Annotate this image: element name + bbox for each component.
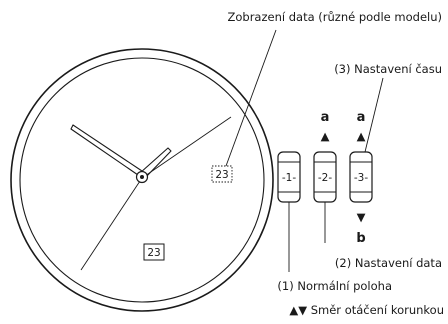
down-arrow-icon-time: ▼ — [357, 210, 366, 224]
rotation-marker-b-time: b — [356, 231, 365, 246]
date-window-upper-number: 23 — [215, 169, 228, 181]
up-arrow-icon-time: ▲ — [357, 129, 366, 143]
normal-position-label: (1) Normální poloha — [277, 279, 392, 293]
rotation-marker-a-time: a — [357, 110, 366, 125]
crown-position-3-label: -3- — [354, 172, 368, 184]
rotation-marker-a-date: a — [321, 110, 330, 125]
date-display-label: Zobrazení data (různé podle modelu) — [227, 10, 442, 24]
date-setting-label: (2) Nastavení data — [335, 256, 442, 270]
time-setting-label: (3) Nastavení času — [334, 62, 442, 76]
date-window-lower-number: 23 — [147, 247, 160, 259]
crown-position-1-label: -1- — [282, 172, 296, 184]
time-setting-leader — [364, 77, 384, 153]
date-display-leader — [225, 29, 277, 167]
crown-position-2-label: -2- — [318, 172, 332, 184]
date-window-upper — [211, 165, 233, 183]
crown-position-1: -1- — [277, 151, 301, 203]
up-arrow-icon-date: ▲ — [321, 129, 330, 143]
hand-pivot-inner — [140, 175, 144, 179]
second-hand-tail — [80, 177, 143, 271]
second-hand — [141, 116, 232, 179]
rotation-direction-label: ▲▼ Směr otáčení korunkou — [289, 303, 444, 317]
date-window-lower — [143, 243, 165, 261]
crown-position-3: -3- — [349, 151, 373, 203]
crown-position-2: -2- — [313, 151, 337, 203]
